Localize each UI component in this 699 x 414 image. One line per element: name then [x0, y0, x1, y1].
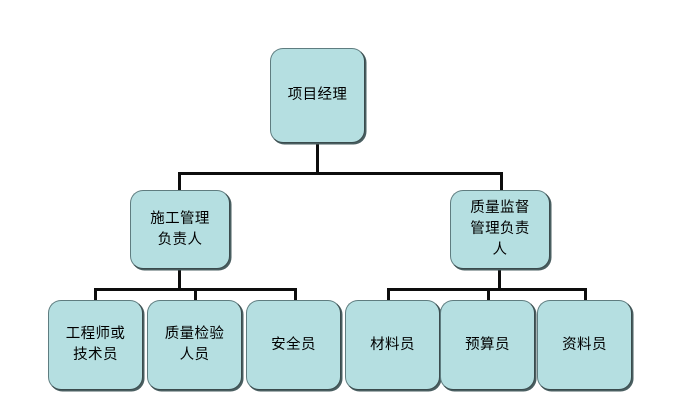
node-label-construction-management-lead: 施工管理 负责人 — [150, 210, 210, 248]
node-project-manager[interactable]: 项目经理 — [270, 48, 365, 143]
node-label-material-officer: 材料员 — [370, 336, 415, 353]
node-quality-supervision-management-lead[interactable]: 质量监督 管理负责 人 — [450, 190, 550, 269]
node-budget-officer[interactable]: 预算员 — [440, 300, 535, 390]
connector-construction-lead-stem — [178, 268, 181, 290]
node-label-document-officer: 资料员 — [562, 336, 607, 353]
connector-drop-budget-officer — [487, 288, 490, 302]
connector-drop-quality-lead — [500, 172, 503, 192]
node-label-engineer-or-technician: 工程师或 技术员 — [65, 326, 126, 363]
node-quality-inspector[interactable]: 质量检验 人员 — [147, 300, 242, 390]
node-safety-officer[interactable]: 安全员 — [246, 300, 341, 390]
node-label-budget-officer: 预算员 — [465, 336, 510, 353]
node-label-quality-inspector: 质量检验 人员 — [164, 326, 225, 363]
connector-root-stem — [316, 143, 319, 175]
node-label-safety-officer: 安全员 — [271, 336, 316, 353]
connector-level2-bus — [178, 172, 503, 175]
node-material-officer[interactable]: 材料员 — [345, 300, 440, 390]
connector-drop-safety-officer — [294, 288, 297, 302]
node-label-project-manager: 项目经理 — [287, 87, 348, 103]
connector-drop-engineer — [94, 288, 97, 302]
connector-drop-quality-inspector — [194, 288, 197, 302]
node-document-officer[interactable]: 资料员 — [537, 300, 632, 390]
connector-drop-document-officer — [584, 288, 587, 302]
node-engineer-or-technician[interactable]: 工程师或 技术员 — [48, 300, 143, 390]
connector-quality-lead-stem — [498, 269, 501, 290]
node-label-quality-supervision-management-lead: 质量监督 管理负责 人 — [470, 200, 530, 258]
connector-drop-construction-lead — [178, 172, 181, 192]
node-construction-management-lead[interactable]: 施工管理 负责人 — [130, 190, 230, 269]
connector-drop-material-officer — [387, 288, 390, 302]
